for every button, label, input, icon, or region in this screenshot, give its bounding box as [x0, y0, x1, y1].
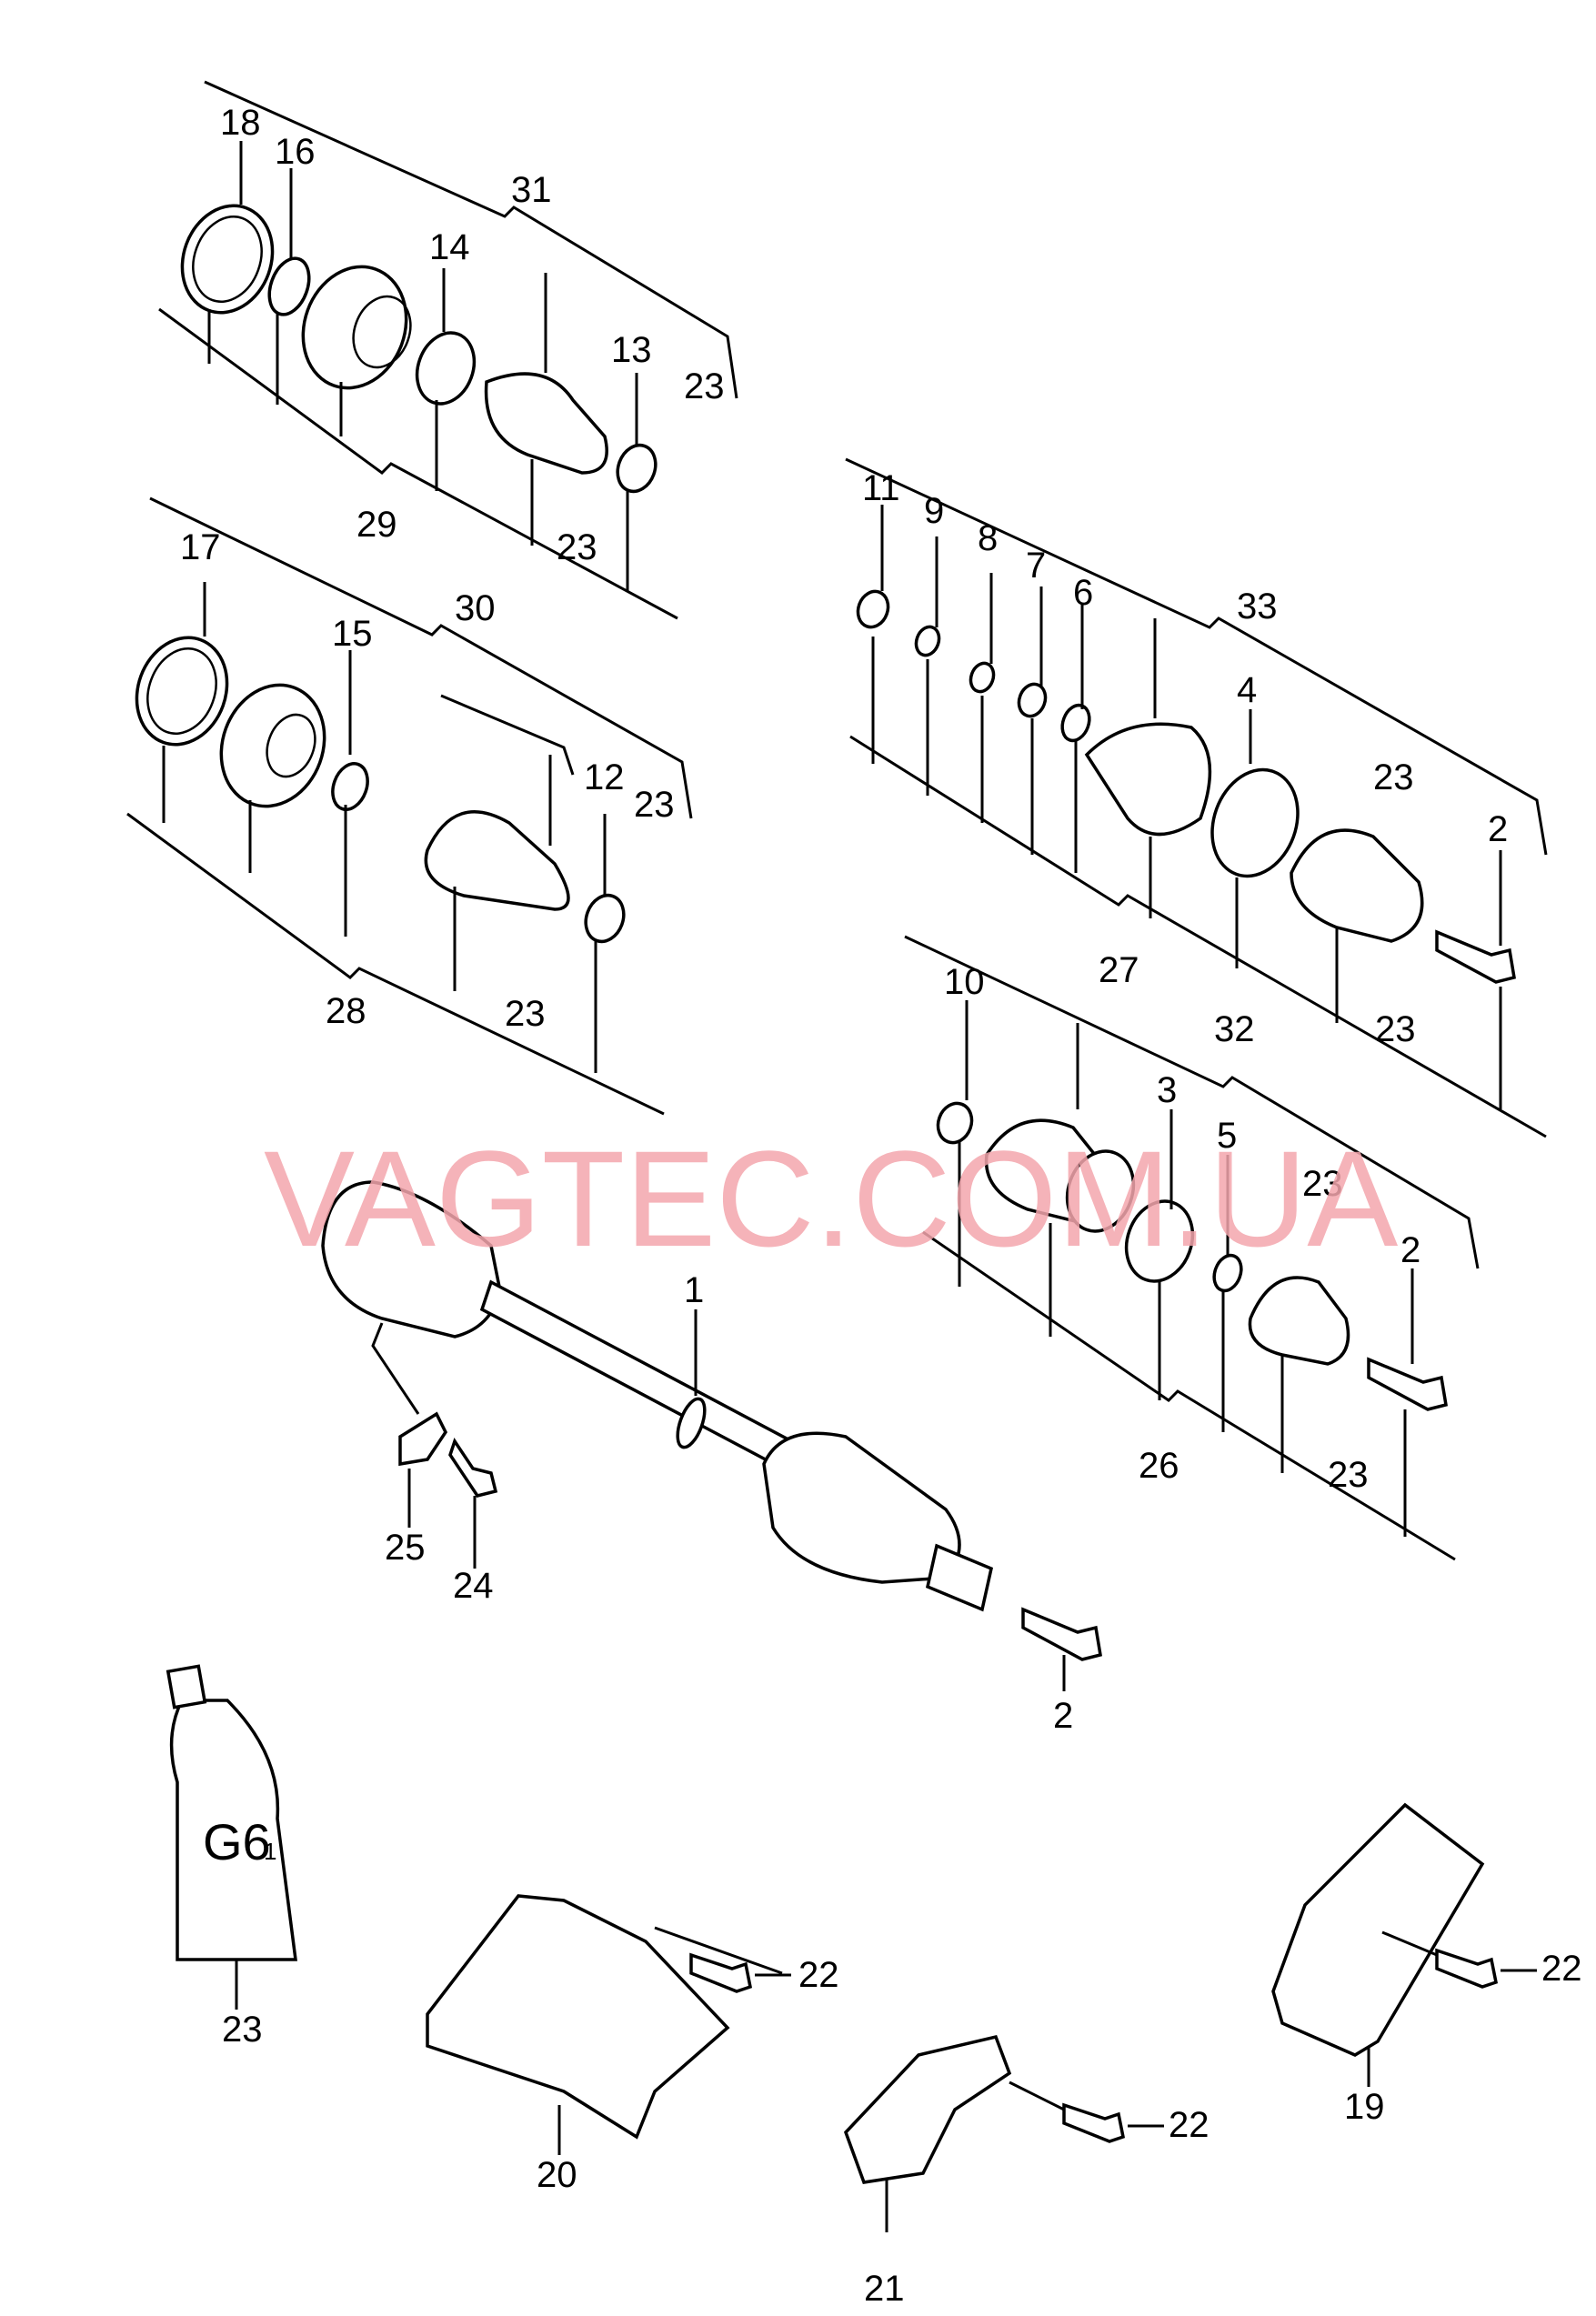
- callout-32: 32: [1214, 1009, 1255, 1049]
- callout-26: 26: [1139, 1446, 1179, 1486]
- assembly-group-30: [126, 496, 693, 1116]
- part-25-bracket: [398, 1411, 448, 1467]
- shield-20: [426, 1894, 730, 2140]
- bolt-2c: [1021, 1607, 1102, 1661]
- assembly-group-32: [904, 935, 1480, 1561]
- shaft: [479, 1279, 803, 1476]
- callout-5: 5: [1217, 1116, 1237, 1156]
- callout-29: 29: [356, 505, 397, 545]
- callout-20: 20: [537, 2155, 577, 2195]
- part-10-clamp: [936, 1101, 974, 1145]
- joint-boot: [484, 372, 608, 475]
- part-7-ring: [1017, 682, 1048, 718]
- callout-24: 24: [453, 1566, 494, 1606]
- callout-27: 27: [1099, 950, 1139, 990]
- callout-23d: 23: [505, 994, 546, 1034]
- bolt-2a: [1435, 929, 1516, 984]
- part-24-bolt: [448, 1438, 498, 1498]
- callout-9: 9: [924, 491, 944, 531]
- stub-axle: [925, 1543, 994, 1612]
- callout-3: 3: [1157, 1070, 1177, 1110]
- joint-boot-28: [424, 810, 570, 911]
- grease-tube-23: G6 1: [166, 1664, 297, 2010]
- part-12-clamp: [584, 893, 626, 944]
- callout-23g: 23: [1302, 1164, 1343, 1204]
- part-5-ring: [1212, 1253, 1243, 1293]
- part-9-ring: [914, 625, 941, 657]
- callout-6: 6: [1073, 573, 1093, 613]
- callout-22a: 22: [798, 1955, 839, 1995]
- callout-10: 10: [944, 962, 985, 1002]
- part-15-circlip: [331, 762, 369, 811]
- callout-23h: 23: [1328, 1455, 1369, 1495]
- callout-30: 30: [455, 588, 496, 628]
- part-11-clamp: [856, 589, 890, 629]
- joint-ring-26: [1065, 1149, 1136, 1233]
- part-3-clamp: [1124, 1199, 1195, 1283]
- callout-18: 18: [220, 103, 261, 143]
- callout-13: 13: [611, 330, 652, 370]
- callout-8: 8: [978, 518, 998, 558]
- callout-16: 16: [275, 132, 316, 172]
- part-18-seal-ring: [180, 204, 275, 315]
- callout-28: 28: [326, 991, 366, 1031]
- part-13-clamp: [616, 443, 657, 494]
- tube-label: G6: [203, 1813, 271, 1870]
- outer-joint: [762, 1431, 961, 1584]
- callout-23c: 23: [634, 785, 675, 825]
- watermark-text: VAGTEC.COM.UA: [264, 1122, 1398, 1275]
- assembly-group-33: [845, 457, 1548, 1138]
- callout-22b: 22: [1169, 2105, 1210, 2145]
- outer-joint-27: [1290, 828, 1424, 943]
- joint-boot-27: [1084, 722, 1212, 837]
- part-14-clamp: [415, 331, 477, 406]
- part-16-circlip: [267, 256, 311, 316]
- callout-labels: 18 16 31 14 13 23 29 23 17 15 30 12 23 2…: [180, 103, 1582, 2309]
- bolt-22b: [1062, 2102, 1126, 2143]
- callout-33: 33: [1237, 587, 1278, 627]
- shaft-damper: [676, 1397, 707, 1449]
- heat-shield-20: [426, 1894, 791, 2155]
- bracket-21: [843, 2034, 1164, 2232]
- callout-7: 7: [1026, 546, 1046, 586]
- outer-joint-26: [1248, 1276, 1350, 1366]
- callout-21: 21: [864, 2269, 905, 2309]
- callout-23f: 23: [1375, 1009, 1416, 1049]
- callout-23a: 23: [684, 366, 725, 406]
- bolt-2b: [1367, 1357, 1448, 1411]
- callout-19: 19: [1344, 2087, 1385, 2127]
- assembly-group-31: [158, 80, 738, 620]
- bolt-22c: [1435, 1948, 1499, 1989]
- bracket-part-21: [843, 2034, 1012, 2184]
- callout-23e: 23: [1373, 757, 1414, 797]
- callout-25: 25: [385, 1528, 426, 1568]
- callout-12: 12: [584, 757, 625, 797]
- shield-19: [1271, 1802, 1485, 2057]
- part-6-ring: [1060, 703, 1091, 743]
- callout-2a: 2: [1488, 809, 1508, 849]
- tube-body: [169, 1699, 297, 1961]
- tube-cap: [166, 1664, 207, 1709]
- callout-2b: 2: [1400, 1230, 1420, 1270]
- part-4-clamp: [1210, 767, 1300, 878]
- callout-15: 15: [332, 614, 373, 654]
- callout-11: 11: [862, 468, 900, 508]
- drive-shaft-1: [321, 1180, 1102, 1691]
- callout-4: 4: [1237, 670, 1257, 710]
- callout-2c: 2: [1053, 1696, 1073, 1736]
- callout-31: 31: [511, 170, 552, 210]
- tube-sublabel: 1: [264, 1838, 276, 1865]
- callout-17: 17: [180, 527, 221, 567]
- callout-23b: 23: [557, 527, 597, 567]
- part-8-ring: [969, 661, 996, 694]
- callout-23i: 23: [222, 2010, 263, 2050]
- bolt-22a: [689, 1952, 753, 1993]
- heat-shield-19: [1271, 1802, 1537, 2087]
- callout-14: 14: [429, 227, 470, 267]
- callout-1: 1: [684, 1270, 704, 1310]
- inner-joint: [321, 1180, 502, 1338]
- callout-22c: 22: [1541, 1949, 1582, 1989]
